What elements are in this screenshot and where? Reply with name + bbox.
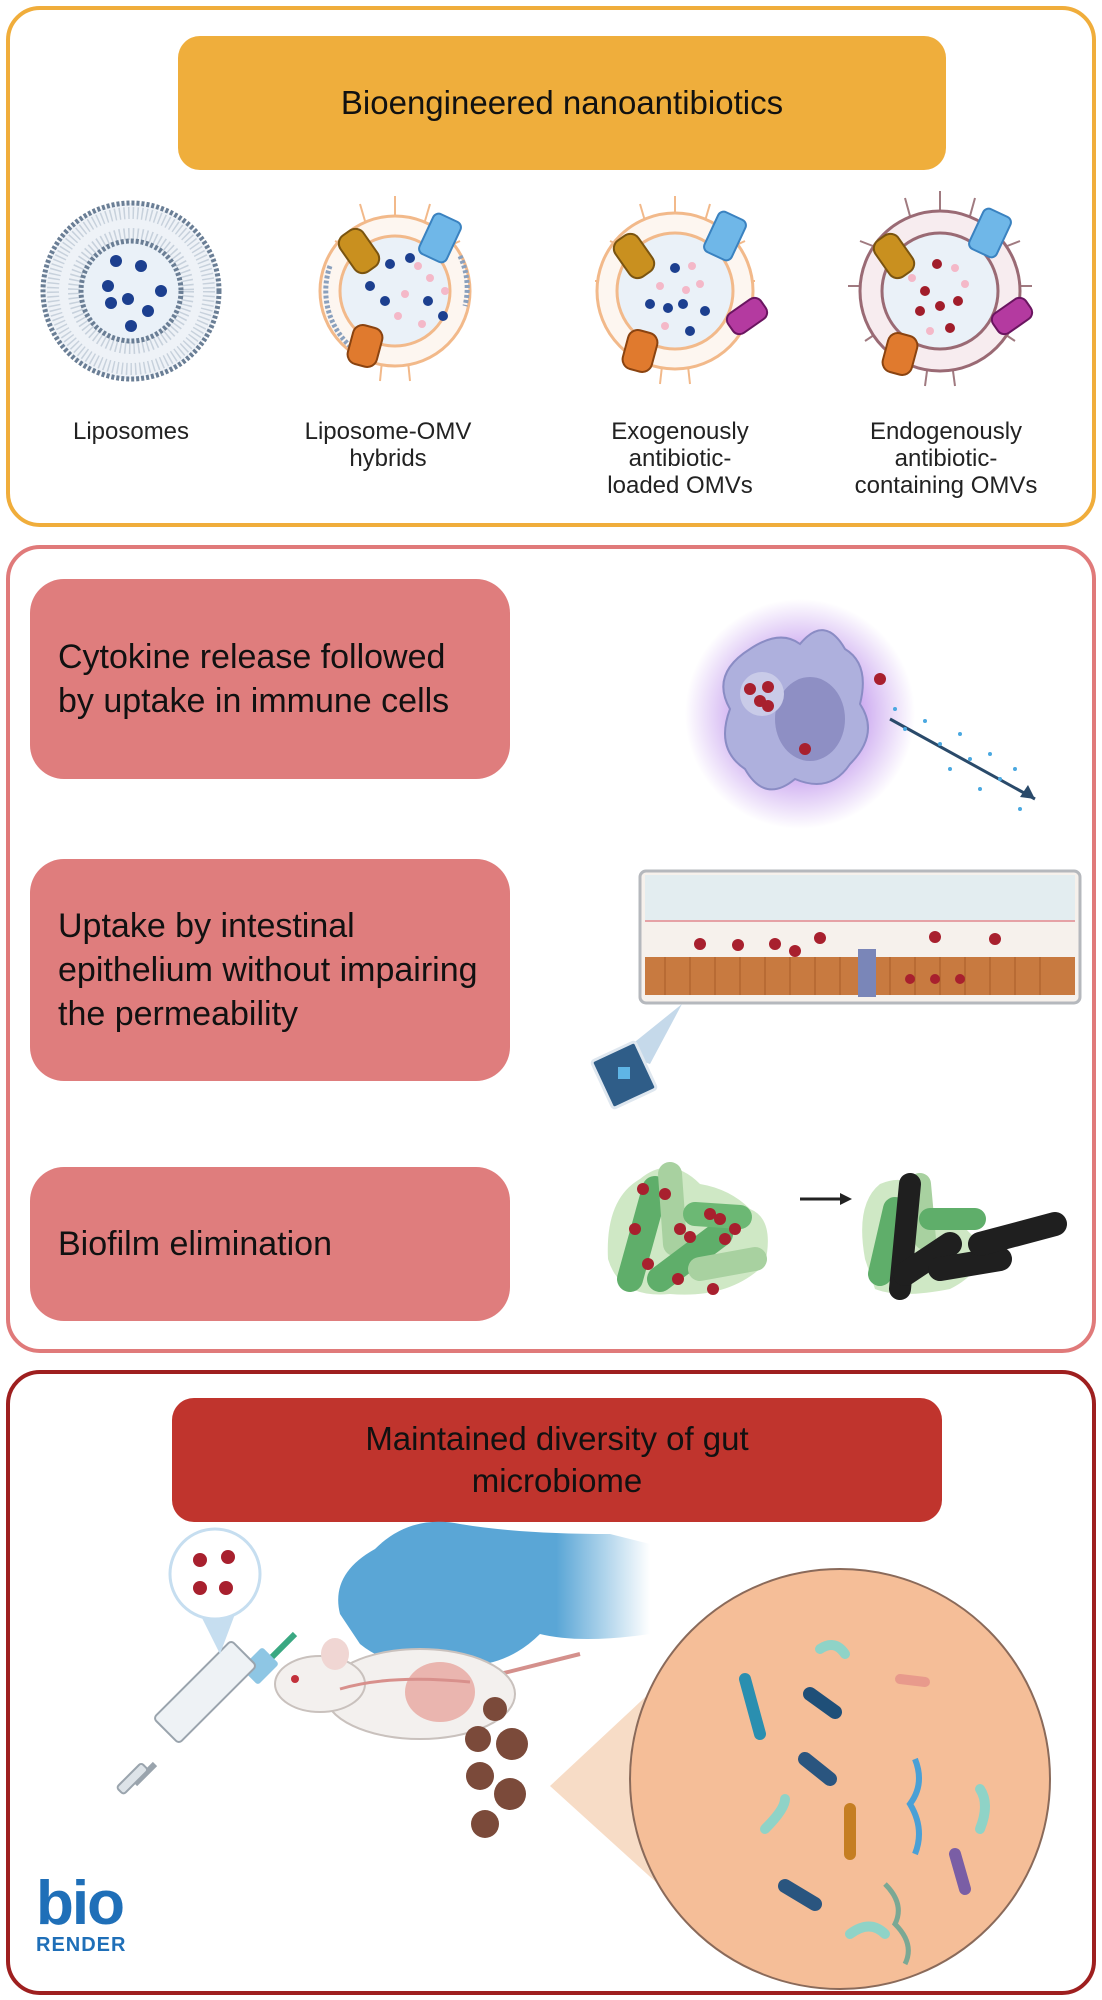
liposome-icon xyxy=(40,200,222,382)
biorender-logo-bio: bio xyxy=(36,1869,125,1938)
mechanism-box-cytokine: Cytokine release followed by uptake in i… xyxy=(30,579,510,779)
liposome-omv-hybrid-icon xyxy=(318,196,472,382)
biofilm-icon xyxy=(607,1162,1067,1300)
gloved-hand-icon xyxy=(338,1521,650,1666)
vesicle-label: Endogenously antibiotic- containing OMVs xyxy=(854,418,1038,499)
endogenously-containing-omv-icon xyxy=(848,191,1034,387)
vesicle-label: Exogenously antibiotic- loaded OMVs xyxy=(607,418,753,499)
feces-icon xyxy=(465,1697,528,1838)
biorender-logo-render: RENDER xyxy=(36,1934,127,1956)
vesicle-label: Liposome-OMV hybrids xyxy=(304,418,472,472)
gut-microbiome-header-text: Maintained diversity of gut microbiome xyxy=(365,1420,749,1499)
biorender-logo: bio RENDER xyxy=(36,1869,146,1957)
gut-microbiome-panel: Maintained diversity of gut microbiome xyxy=(6,1370,1096,1995)
nanoantibiotics-header: Bioengineered nanoantibiotics xyxy=(178,36,946,170)
nanoantibiotics-panel: Bioengineered nanoantibiotics xyxy=(6,6,1096,527)
syringe-icon xyxy=(116,1631,298,1795)
gut-microbiome-magnified-icon xyxy=(550,1568,1051,1990)
mechanism-box-epithelium: Uptake by intestinal epithelium without … xyxy=(30,859,510,1081)
exogenously-loaded-omv-icon xyxy=(595,196,769,385)
vesicle-label: Liposomes xyxy=(72,418,190,445)
macrophage-icon xyxy=(685,599,1036,829)
mouse-icon xyxy=(274,1638,581,1740)
epithelium-transwell-icon xyxy=(590,869,1082,1110)
mechanism-box-biofilm: Biofilm elimination xyxy=(30,1167,510,1321)
nanoantibiotic-bubble-icon xyxy=(168,1527,262,1654)
gut-microbiome-header: Maintained diversity of gut microbiome xyxy=(172,1398,942,1522)
mechanisms-panel: Cytokine release followed by uptake in i… xyxy=(6,545,1096,1353)
